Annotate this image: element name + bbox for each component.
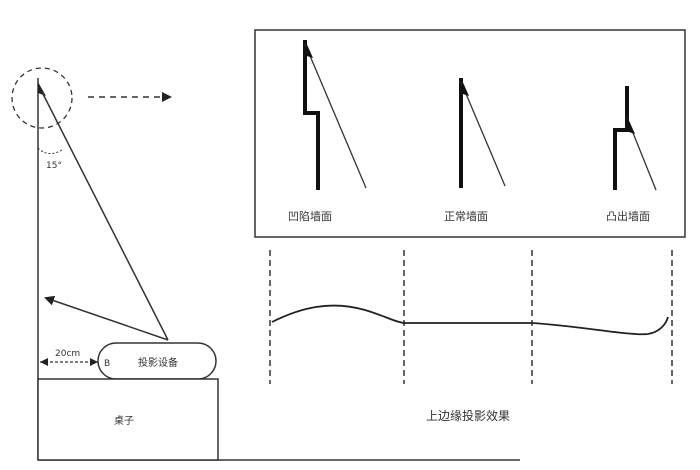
lower-beam xyxy=(44,295,169,341)
angle-label: 15° xyxy=(46,161,62,171)
distance-arrow-right-head xyxy=(90,358,98,366)
convex-wall-label: 凸出墙面 xyxy=(606,209,650,223)
section-dividers xyxy=(269,250,673,384)
table-label: 桌子 xyxy=(114,414,134,427)
projection-point-arrow xyxy=(38,82,46,96)
projector-label: 投影设备 xyxy=(138,356,178,369)
projection-point-circle xyxy=(11,67,73,129)
table xyxy=(37,378,219,461)
concave-wall-label: 凹陷墙面 xyxy=(288,209,332,223)
projected-edge-curve xyxy=(271,304,669,336)
normal-wall xyxy=(459,78,506,188)
upper-beam xyxy=(41,91,169,341)
edge-effect-caption: 上边缘投影效果 xyxy=(426,408,510,423)
concave-wall xyxy=(303,40,367,190)
projector-port-label: B xyxy=(104,359,110,369)
distance-arrow-left-head xyxy=(40,358,48,366)
distance-label: 20cm xyxy=(55,349,80,359)
angle-arc xyxy=(37,147,63,154)
normal-wall-label: 正常墙面 xyxy=(444,209,488,223)
convex-wall xyxy=(613,86,657,191)
